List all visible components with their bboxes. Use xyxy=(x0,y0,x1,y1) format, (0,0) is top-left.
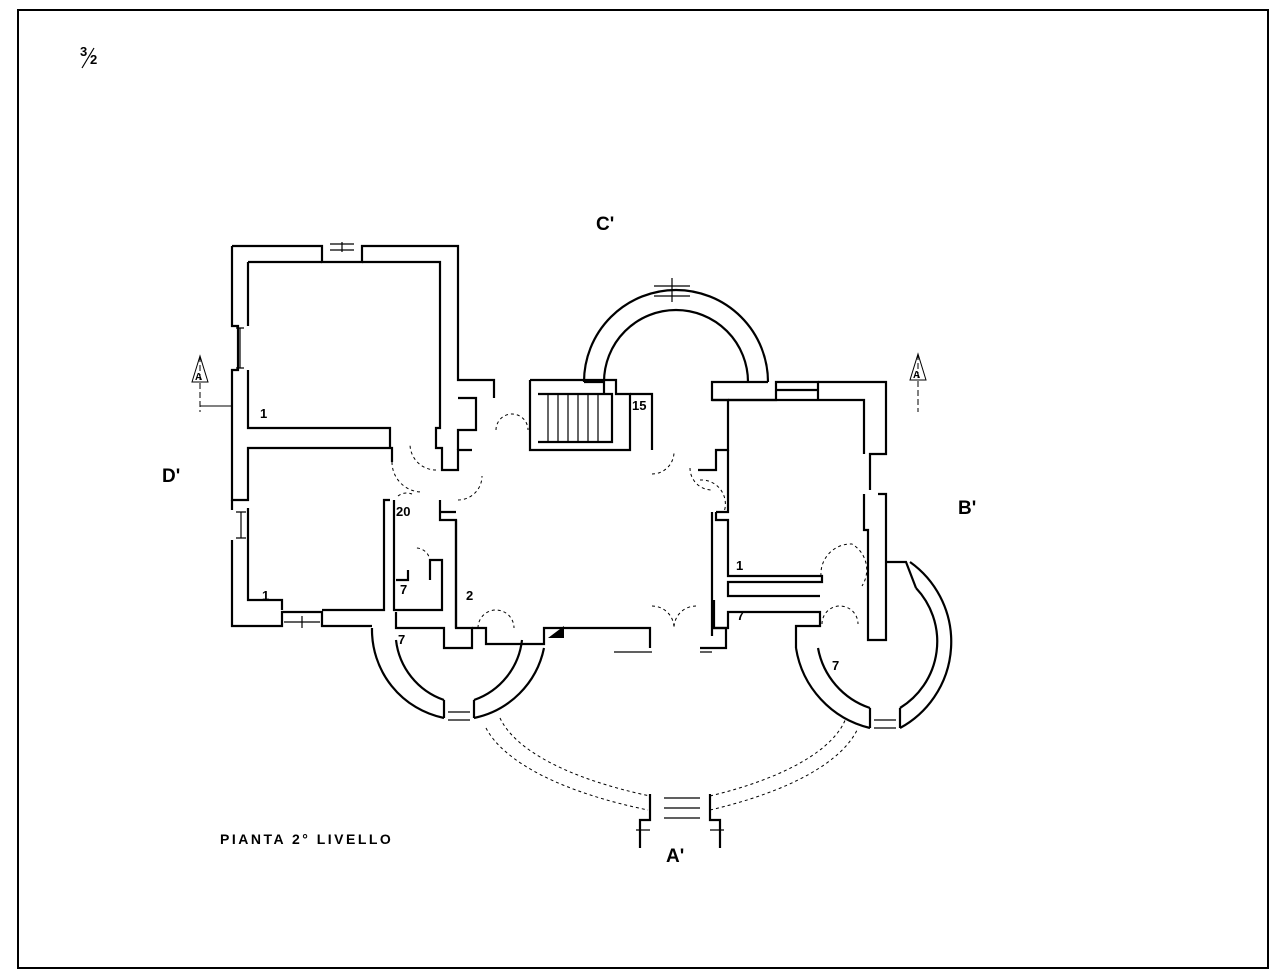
room-label: 15 xyxy=(632,398,646,413)
west-door-swings xyxy=(391,413,529,629)
sheet-number-bottom: 2 xyxy=(90,52,97,67)
room-label: 1 xyxy=(262,588,269,603)
north-apse-walls xyxy=(528,278,770,472)
sheet-border xyxy=(17,9,1269,969)
room-label: 2 xyxy=(466,588,473,603)
west-lower-walls xyxy=(230,498,474,650)
room-label: 7 xyxy=(737,608,744,623)
east-block-walls xyxy=(712,380,888,648)
orientation-south: A' xyxy=(666,846,684,867)
sheet-number-top: 3 xyxy=(80,44,87,59)
room-label: 7 xyxy=(398,632,405,647)
section-mark-right-label: A xyxy=(913,370,920,381)
room-label: 1 xyxy=(736,558,743,573)
orientation-west: D' xyxy=(162,466,180,487)
room-label: 20 xyxy=(396,504,410,519)
central-hall-walls xyxy=(440,510,728,653)
drawing-title: PIANTA 2° LIVELLO xyxy=(220,831,393,847)
section-mark-left: A xyxy=(191,354,232,412)
room-label: 7 xyxy=(832,658,839,673)
southwest-tower-walls xyxy=(370,627,546,721)
west-block-walls xyxy=(230,242,496,502)
north-door-swings xyxy=(651,451,726,513)
south-terrace xyxy=(485,717,859,848)
sheet-number: 3 2 xyxy=(80,44,97,69)
orientation-north: C' xyxy=(596,214,614,235)
orientation-east: B' xyxy=(958,498,976,519)
southeast-tower-walls xyxy=(794,560,953,730)
room-label: 1 xyxy=(260,406,267,421)
room-label: 7 xyxy=(400,582,407,597)
section-mark-left-label: A xyxy=(195,372,202,383)
section-mark-right: A xyxy=(909,352,927,412)
